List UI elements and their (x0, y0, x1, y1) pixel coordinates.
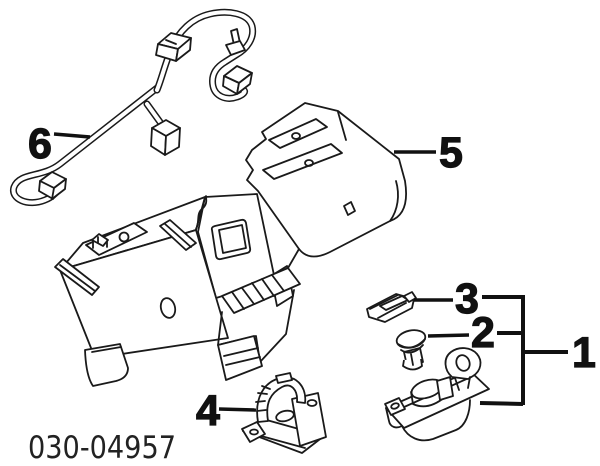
harness-connector-icon (38, 171, 67, 200)
harness-clip-icon (225, 28, 246, 56)
callout-3-label: 3 (455, 275, 479, 323)
diagram-code: 030-04957 (28, 430, 176, 466)
harness-connector-icon (150, 119, 181, 156)
finisher-housing (54, 193, 301, 387)
lamp-housing-part-1 (384, 347, 490, 442)
bulb-part-2 (395, 329, 427, 371)
callout-4-label: 4 (196, 387, 220, 435)
harness-connector-icon (155, 32, 192, 62)
clip-part-3 (366, 291, 417, 323)
harness-connector-icon (222, 65, 253, 95)
harness-part-6 (10, 8, 257, 207)
socket-cover-part-4 (241, 372, 327, 454)
callout-2-label: 2 (471, 309, 495, 357)
callout-lines (53, 132, 568, 412)
callout-1-label: 1 (572, 329, 596, 377)
callout-6-label: 6 (28, 120, 52, 168)
callout-5-label: 5 (439, 129, 463, 177)
